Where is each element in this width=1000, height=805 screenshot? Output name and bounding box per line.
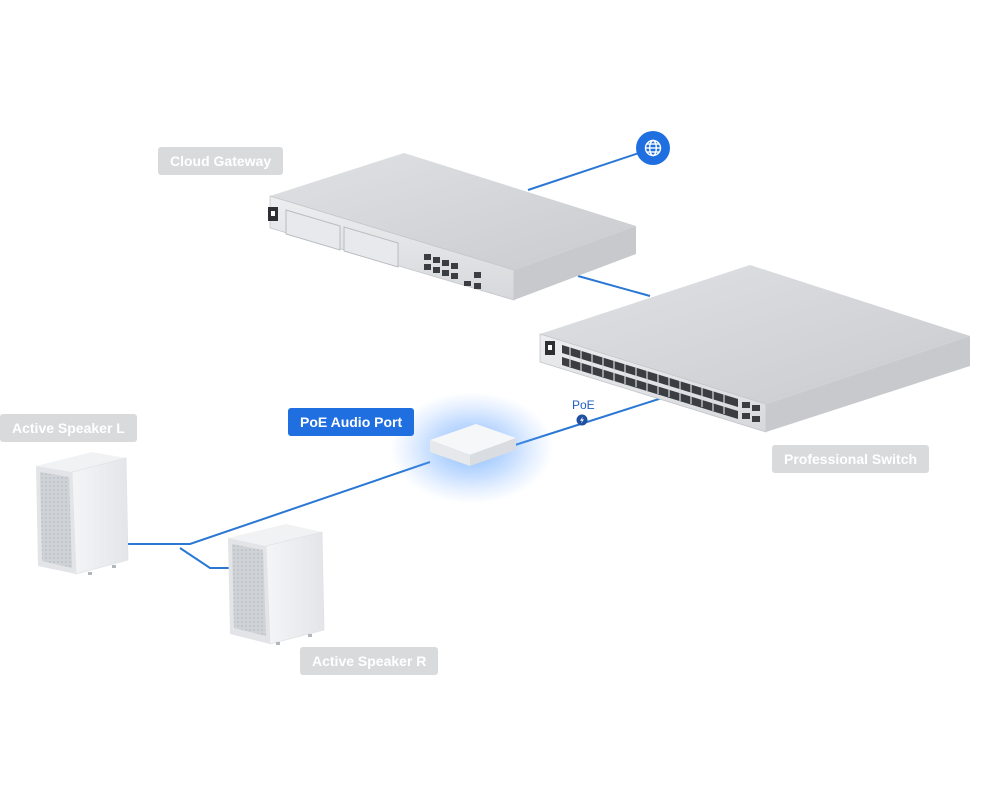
speaker-right-label: Active Speaker R: [300, 647, 439, 675]
poe-audio-port-device: [390, 392, 554, 504]
professional-switch-label: Professional Switch: [772, 445, 930, 473]
link-internet-gateway: [527, 149, 649, 191]
cloud-gateway-label: Cloud Gateway: [158, 147, 284, 175]
poe-audio-port-label: PoE Audio Port: [288, 408, 415, 436]
globe-icon: [644, 139, 662, 157]
connection-lines: [128, 149, 663, 569]
speaker-left-device: [36, 452, 129, 575]
internet-node: [636, 131, 670, 165]
poe-label: PoE: [572, 398, 595, 412]
lightning-icon: [580, 416, 584, 424]
speaker-right-device: [228, 524, 325, 645]
professional-switch-device: [539, 265, 970, 433]
speaker-left-label: Active Speaker L: [0, 414, 137, 442]
poe-badge: [576, 414, 588, 426]
switch-port-rows: [562, 345, 738, 419]
link-speaker-right-branch: [179, 547, 232, 569]
cloud-gateway-device: [268, 153, 636, 301]
link-gateway-switch: [577, 275, 651, 297]
link-audioport-speakers: [128, 461, 431, 545]
